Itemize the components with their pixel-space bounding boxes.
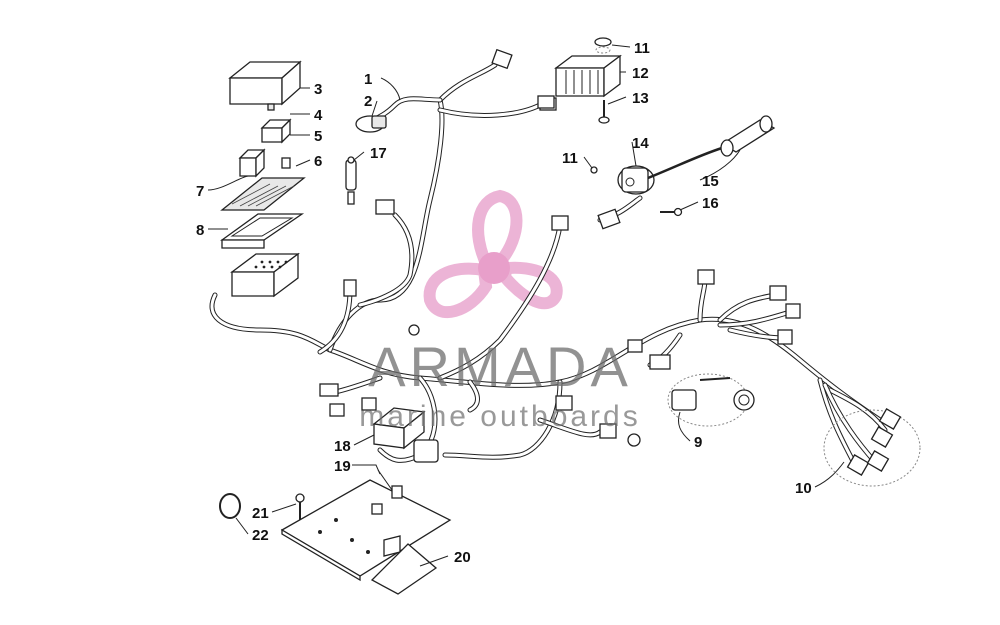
callout-16: 16	[702, 195, 719, 212]
part-accessory-outlet	[667, 373, 755, 427]
callout-21: 21	[252, 505, 269, 522]
callout-9: 9	[694, 434, 702, 451]
part-fuse-box	[230, 252, 300, 298]
part-connector-group	[823, 408, 921, 487]
watermark-brand: ARMADA	[368, 335, 632, 398]
callout-2: 2	[364, 93, 372, 110]
callout-13: 13	[632, 90, 649, 107]
part-gasket	[219, 213, 305, 249]
leader-lines	[207, 44, 845, 567]
callout-3: 3	[314, 81, 322, 98]
callout-11-top: 11	[634, 40, 650, 57]
part-mounting-plate	[280, 479, 452, 582]
part-relay-small	[260, 118, 292, 144]
part-fuse-panel-decal	[220, 177, 306, 211]
callout-15: 15	[702, 173, 719, 190]
watermark-tagline: marine outboards	[359, 400, 640, 433]
part-fuse	[281, 157, 291, 169]
part-washer	[594, 37, 612, 54]
part-decal-pad	[370, 543, 438, 595]
callout-10: 10	[795, 480, 812, 497]
callout-8: 8	[196, 222, 204, 239]
callout-12: 12	[632, 65, 649, 82]
part-screw-21	[295, 493, 305, 520]
watermark-logo-hub	[478, 252, 510, 284]
callout-14: 14	[632, 135, 649, 152]
part-handle-grip	[720, 115, 776, 157]
callout-labels: 1 2 3 4 5 6 7 8 9 10 11 11 12 13 14 15 1…	[196, 40, 812, 566]
callout-20: 20	[454, 549, 471, 566]
part-screw-16	[660, 207, 683, 217]
callout-6: 6	[314, 153, 322, 170]
part-nut-11	[590, 166, 598, 174]
callout-1: 1	[364, 71, 372, 88]
part-ignition-switch	[617, 165, 655, 195]
callout-19: 19	[334, 458, 351, 475]
callout-7: 7	[196, 183, 204, 200]
part-fuse-box-cover	[228, 60, 302, 111]
part-clamp-ring	[219, 493, 241, 519]
watermark: ARMADA marine outboards	[359, 335, 640, 433]
part-relay	[238, 148, 266, 178]
part-relay-module	[372, 407, 439, 463]
wiring-harness	[209, 62, 888, 468]
part-voltage-regulator	[539, 54, 622, 111]
callout-11-side: 11	[562, 150, 578, 167]
harness-connectors	[319, 48, 801, 447]
callout-17: 17	[370, 145, 387, 162]
part-connector-clip	[355, 115, 387, 133]
watermark-logo	[423, 189, 563, 319]
callout-18: 18	[334, 438, 351, 455]
callout-4: 4	[314, 107, 323, 124]
callout-5: 5	[314, 128, 322, 145]
part-screw-13	[598, 100, 610, 124]
part-cable	[647, 146, 723, 180]
part-sensor	[345, 156, 357, 205]
callout-22: 22	[252, 527, 269, 544]
